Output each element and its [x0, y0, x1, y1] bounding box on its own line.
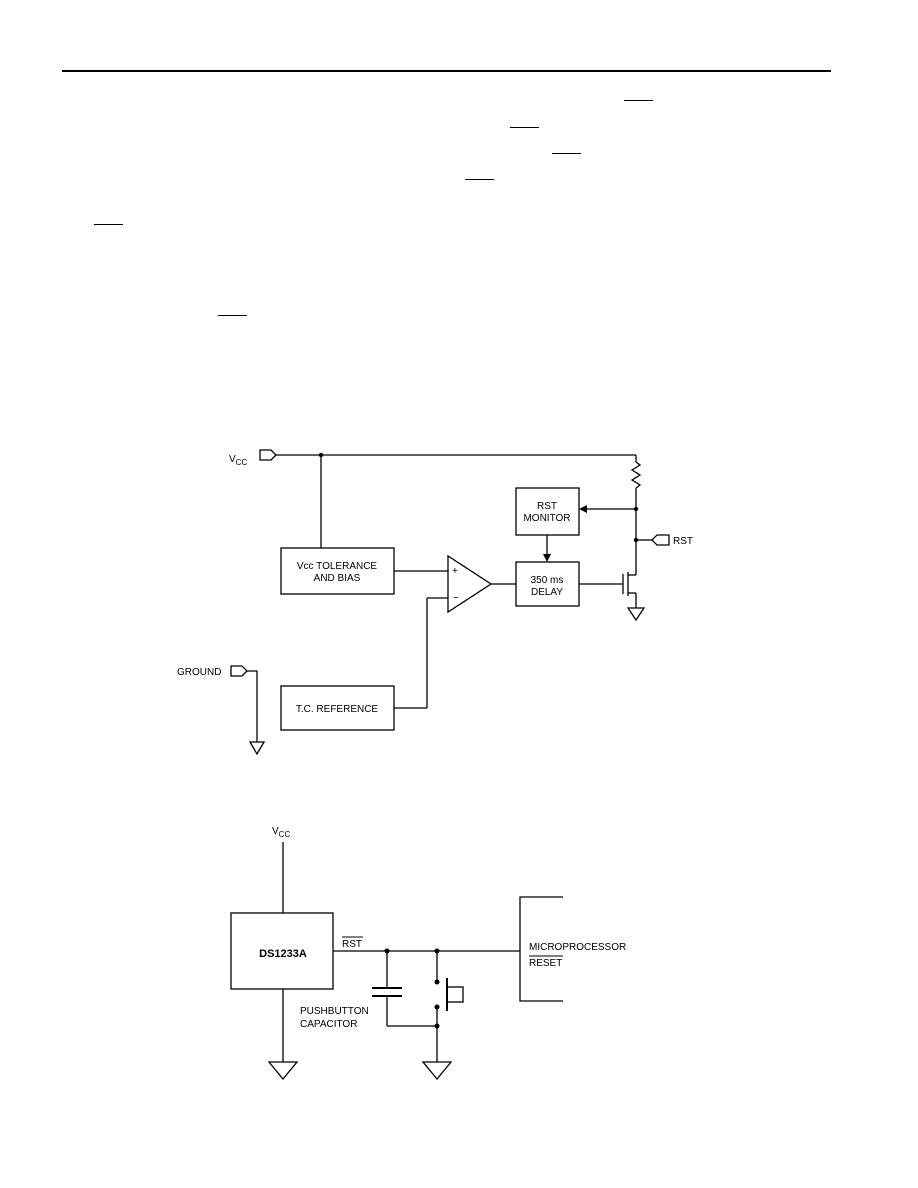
overline-mark	[510, 127, 539, 128]
overline-mark	[624, 100, 653, 101]
comparator	[447, 554, 493, 614]
ground-icon	[626, 607, 646, 622]
overline-mark	[465, 179, 494, 180]
chip-label: DS1233A	[259, 948, 307, 960]
reset-label: RESET	[529, 958, 562, 969]
microprocessor-outline	[519, 896, 563, 1002]
vcc-pin-label: VCC	[229, 454, 247, 467]
overline-mark	[552, 153, 581, 154]
block-diagram: VCC RST MONITOR RST Vcc TOLERANCE AND BI…	[177, 449, 693, 756]
junction-dot	[434, 1023, 440, 1029]
vcc-tolerance-bias-box	[280, 547, 395, 595]
ground-icon	[421, 1061, 453, 1081]
ground-icon	[267, 1061, 299, 1081]
tc-reference-label: T.C. REFERENCE	[296, 704, 379, 715]
vcc-tolerance-label-2: AND BIAS	[314, 573, 361, 584]
ground-pin-connector	[230, 665, 248, 677]
vcc-pin-connector	[259, 449, 277, 461]
arrow-icon	[579, 505, 587, 513]
rst-pin-connector	[651, 534, 670, 546]
pushbutton-label: PUSHBUTTON	[300, 1006, 369, 1017]
rst-monitor-label-1: RST	[537, 501, 557, 512]
rst-pin-label: RST	[673, 536, 693, 547]
rst-label: RST	[342, 939, 362, 950]
output-transistor	[622, 572, 637, 608]
comparator-minus: −	[453, 593, 459, 604]
pushbutton-contact	[434, 979, 440, 985]
ground-wire	[247, 670, 258, 742]
overline-mark	[218, 315, 247, 316]
pushbutton-cap	[446, 986, 464, 1003]
header-rule	[62, 70, 831, 72]
ds1233a-chip	[230, 912, 334, 990]
rst-monitor-label-2: MONITOR	[523, 513, 570, 524]
delay-label-2: DELAY	[531, 587, 563, 598]
microprocessor-label: MICROPROCESSOR	[529, 942, 626, 953]
comparator-plus: +	[452, 566, 458, 577]
vcc-tolerance-label-1: Vcc TOLERANCE	[297, 561, 378, 572]
ground-icon	[248, 741, 266, 756]
capacitor-label: CAPACITOR	[300, 1019, 357, 1030]
tc-reference-box	[280, 685, 395, 731]
pullup-resistor	[630, 461, 642, 489]
app-vcc-label: VCC	[272, 826, 290, 839]
ground-pin-label: GROUND	[177, 667, 221, 678]
application-circuit: VCC DS1233A RST PUSHBUTTON CAPACITOR MIC…	[230, 826, 626, 1081]
arrow-icon	[543, 554, 551, 562]
delay-label-1: 350 ms	[531, 575, 564, 586]
overline-mark	[94, 224, 123, 225]
rst-monitor-box	[515, 487, 580, 536]
